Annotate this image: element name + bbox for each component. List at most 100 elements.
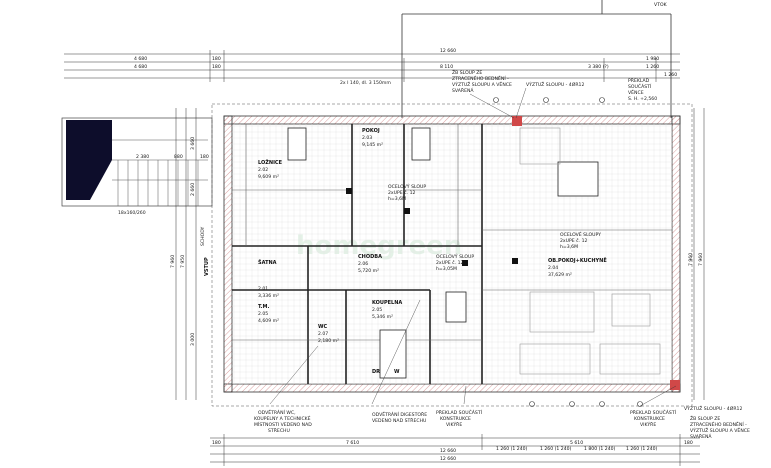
zb-column-note-bottom: ŽB SLOUP ZE ZTRACENÉHO BEDNĚNÍ - VÝZTUŽ …	[690, 414, 750, 440]
dim-left: 7 960	[170, 255, 176, 268]
room-label-chodba: CHODBA 2.06 5,720 m²	[358, 254, 382, 274]
dim-bottom-sub: 1 260 (1 240)	[496, 446, 528, 452]
dim-bottom-sub: 1 260 (1 240)	[626, 446, 658, 452]
dim-right: 7 960	[688, 253, 694, 266]
room-label-satna: ŠATNA 2.01 3,336 m²	[258, 259, 279, 299]
note-line: KONSTRUKCE	[634, 416, 665, 422]
note-line: h=3,6M	[560, 244, 578, 250]
dim-bottom-sub: 1 800 (1 240)	[584, 446, 616, 452]
room-label-loznice: LOŽNICE 2.02 9,609 m²	[258, 158, 283, 180]
note-line: 2xUPE č. 12	[436, 259, 464, 266]
dim-tick-b: 180	[212, 64, 221, 70]
dim-bottom-a: 7 610	[346, 440, 359, 446]
furniture	[519, 127, 661, 375]
room-name: CHODBA	[358, 254, 382, 260]
lintel-note-top: PŘEKLAD SOUČÁSTÍ VĚNCE S. H. +2,560	[628, 76, 657, 102]
note-line: SVAŘENÁ	[452, 86, 474, 94]
room-number: 2.01	[258, 286, 268, 292]
ventilation-note-2: ODVĚTRÁNÍ DIGESTOŘE VEDENO NAD STŘECHU	[372, 410, 427, 424]
note-line: ZTRACENÉHO BEDNĚNÍ -	[690, 420, 747, 428]
room-number: 2.04	[548, 265, 558, 271]
dim-bottom-tick: 180	[212, 440, 221, 446]
entrance-label: VSTUP	[204, 257, 210, 276]
note-line: ŽB SLOUP ZE	[690, 414, 720, 422]
note-line: S. H. +2,560	[628, 96, 657, 102]
room-name: KOUPELNA	[372, 300, 402, 306]
note-line: KOUPELNY A TECHNICKÉ	[254, 414, 311, 422]
dryer-label: DR	[372, 369, 380, 375]
secondary-walls	[232, 124, 672, 341]
steel-note-3: OCELOVÉ SLOUPY 2xUPE č. 12 h=3,6M	[560, 230, 601, 250]
dim-bottom-c: 12 660	[440, 448, 456, 454]
stair-y-dim: 180	[200, 154, 209, 160]
dim-right: 7 960	[698, 253, 704, 266]
dim-left-a: 4 680	[134, 56, 147, 62]
room-name: LOŽNICE	[258, 158, 283, 166]
room-area: 2,180 m²	[318, 338, 339, 344]
room-label-living: OB.POKOJ+KUCHYNĚ 2.04 37,629 m²	[548, 256, 607, 278]
lintel-note-bottom-1: PŘEKLAD SOUČÁSTÍ KONSTRUKCE VIKÝŘE	[436, 408, 483, 428]
room-name: OB.POKOJ+KUCHYNĚ	[548, 256, 607, 264]
note-line: VĚNCE	[628, 88, 644, 96]
room-number: 2.05	[258, 311, 268, 317]
dim-overall-top: 12 660	[440, 48, 456, 54]
dim-right-c: 1 260	[664, 72, 677, 78]
note-line: OCELOVÉ SLOUPY	[560, 230, 601, 238]
stair-x-dim: 880	[174, 154, 183, 160]
dim-bottom-b: 5 610	[570, 440, 583, 446]
note-line: h=3,05M	[436, 266, 457, 272]
dim-left: 3 000	[190, 333, 196, 346]
note-line: 2xUPE č. 12	[388, 189, 416, 196]
note-line: SOUČÁSTÍ	[628, 83, 652, 90]
leader-lines	[269, 87, 677, 407]
stairs-label: SCHODY	[200, 227, 206, 246]
room-name: POKOJ	[362, 128, 380, 134]
right-dimension-lines	[693, 108, 705, 400]
dim-small: 3 380 (?)	[588, 64, 609, 70]
ventilation-note-1: ODVĚTRÁNÍ WC, KOUPELNY A TECHNICKÉ MÍSTN…	[254, 408, 312, 434]
note-line: PŘEKLAD	[628, 76, 650, 84]
note-line: ŽB SLOUP ZE	[452, 68, 482, 76]
room-number: 2.06	[358, 261, 368, 267]
dim-right-b: 1 260	[646, 64, 659, 70]
room-name: WC	[318, 324, 328, 330]
note-line: h=3,6M	[388, 196, 406, 202]
zb-column-note-top: ŽB SLOUP ZE ZTRACENÉHO BEDNĚNÍ - VÝZTUŽ …	[452, 68, 512, 94]
room-number: 2.07	[318, 331, 328, 337]
note-line: KONSTRUKCE	[440, 416, 471, 422]
left-dimension-lines	[175, 108, 197, 400]
room-number: 2.03	[362, 135, 372, 141]
beam-note: 2x I 140, dl. 3 150mm	[340, 80, 391, 86]
room-label-pokoj: POKOJ 2.03 9,145 m²	[362, 128, 383, 148]
column-markers	[493, 97, 643, 407]
note-line: VIKÝŘE	[640, 420, 656, 428]
lintel-note-bottom-2: PŘEKLAD SOUČÁSTÍ KONSTRUKCE VIKÝŘE	[630, 408, 677, 428]
steel-columns	[346, 116, 680, 390]
note-line: MÍSTNOSTI VEDENO NAD	[254, 421, 312, 428]
stair-width-dim: 2 380	[136, 154, 149, 160]
dim-tick-a: 180	[212, 56, 221, 62]
note-line: 2xUPE č. 12	[560, 237, 588, 244]
dim-bottom-tick: 180	[684, 440, 693, 446]
room-area: 9,145 m²	[362, 142, 383, 148]
note-line: ZTRACENÉHO BEDNĚNÍ -	[452, 74, 509, 82]
stair-size-label: 18x160/260	[118, 210, 146, 216]
note-line: PŘEKLAD SOUČÁSTÍ	[630, 408, 677, 416]
room-area: 4,609 m²	[258, 318, 279, 324]
note-line: ODVĚTRÁNÍ WC,	[258, 408, 296, 416]
dim-left: 2 660	[190, 183, 196, 196]
top-dimension-lines	[64, 50, 680, 82]
dim-right-a: 1 980	[646, 56, 659, 62]
note-line: SVAŘENÁ	[690, 432, 712, 440]
room-area: 3,336 m²	[258, 293, 279, 299]
dim-bottom-sub: 1 260 (1 240)	[540, 446, 572, 452]
staircase	[61, 117, 213, 207]
floor-grid	[232, 124, 672, 384]
reinforcement-note-bottom: VÝZTUŽ SLOUPU - 4ØR12	[684, 404, 742, 412]
note-line: VEDENO NAD STŘECHU	[372, 416, 426, 424]
dim-middle: 8 110	[440, 64, 453, 70]
note-line: VIKÝŘE	[446, 420, 462, 428]
note-line: STŘECHU	[268, 426, 290, 434]
dim-left: 3 660	[190, 137, 196, 150]
